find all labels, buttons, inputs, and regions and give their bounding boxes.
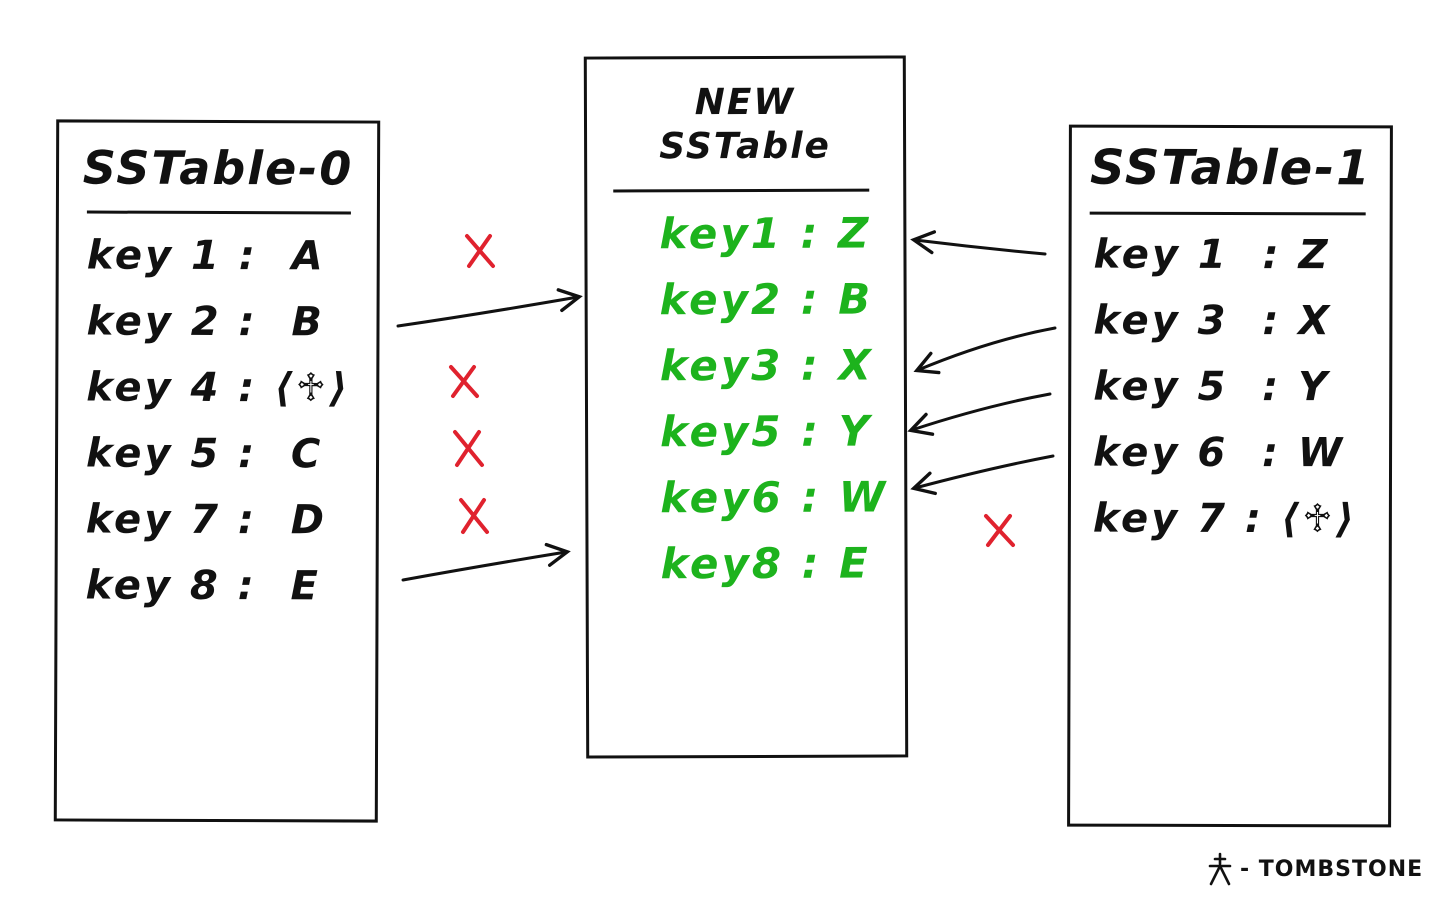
discard-key7-right xyxy=(984,514,1015,547)
new-sstable-row: key3 : X xyxy=(659,340,874,391)
new-sstable-row: key1 : Z xyxy=(659,208,872,259)
arrow-key6-to-new xyxy=(910,454,1055,496)
discard-key4-left xyxy=(449,365,479,398)
tombstone-legend: - TOMBSTONE xyxy=(1206,852,1423,886)
sstable-0-row: key 7 : D xyxy=(85,496,328,544)
sstable-0-row: key 5 : C xyxy=(85,430,324,478)
sstable-1-row: key 6 : W xyxy=(1093,429,1346,477)
new-sstable-row: key5 : Y xyxy=(660,406,873,457)
sstable-0-row: key 4 : ⟨♱⟩ xyxy=(86,364,351,412)
discard-key5-left xyxy=(453,430,484,467)
arrow-key1-to-new xyxy=(910,230,1047,256)
arrow-key2-to-new xyxy=(396,288,583,328)
new-sstable-row: key8 : E xyxy=(660,538,871,589)
sstable-1-divider xyxy=(1089,211,1366,216)
sstable-1-box: SSTable-1 key 1 : Z key 3 : X key 5 : Y … xyxy=(1067,124,1393,828)
sstable-0-row: key 8 : E xyxy=(85,562,321,610)
sstable-0-row: key 2 : B xyxy=(86,298,326,346)
sstable-1-row: key 5 : Y xyxy=(1093,363,1331,411)
new-sstable-title: NEW SSTable xyxy=(659,81,832,168)
sstable-1-row: key 3 : X xyxy=(1093,297,1333,345)
arrow-key3-to-new xyxy=(913,326,1057,375)
sstable-1-title: SSTable-1 xyxy=(1089,139,1372,197)
discard-key7-left xyxy=(459,498,489,534)
arrow-key5-to-new xyxy=(907,392,1052,436)
tombstone-icon xyxy=(1208,852,1232,886)
sstable-0-divider xyxy=(86,210,351,215)
new-sstable-divider xyxy=(613,188,870,193)
arrow-key8-to-new xyxy=(401,542,571,582)
sstable-1-row: key 1 : Z xyxy=(1093,231,1331,279)
tombstone-legend-label: - TOMBSTONE xyxy=(1240,856,1424,882)
new-sstable-row: key2 : B xyxy=(659,274,874,325)
sstable-0-title: SSTable-0 xyxy=(82,140,354,196)
sstable-0-row: key 1 : A xyxy=(86,232,326,280)
new-sstable-row: key6 : W xyxy=(660,472,889,523)
sstable-0-box: SSTable-0 key 1 : A key 2 : B key 4 : ⟨♱… xyxy=(53,119,381,823)
discard-key1-left xyxy=(465,234,495,268)
sstable-1-row: key 7 : ⟨♱⟩ xyxy=(1092,495,1358,543)
new-sstable-box: NEW SSTable key1 : Z key2 : B key3 : X k… xyxy=(583,55,909,759)
